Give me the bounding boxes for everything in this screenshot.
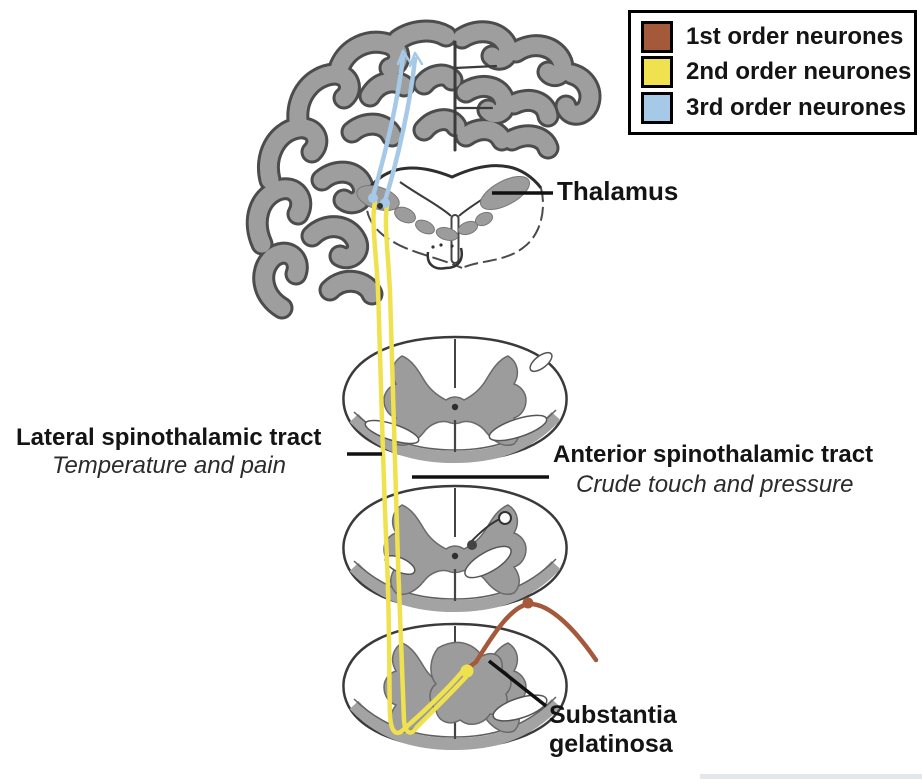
- third-order-neurone-path: [368, 49, 424, 209]
- brain-midline-sulcus: [453, 40, 498, 152]
- synapse-dot-substantia: [460, 664, 474, 678]
- legend-row-third-order: 3rd order neurones: [641, 92, 907, 125]
- substantia-label-line2: gelatinosa: [549, 730, 673, 758]
- lateral-tract-sublabel: Temperature and pain: [52, 452, 286, 479]
- second-order-color-swatch: [641, 56, 673, 89]
- second-order-neurone-path: [371, 199, 474, 736]
- legend-label: 1st order neurones: [686, 22, 904, 50]
- substantia-pointer-line: [487, 659, 548, 708]
- anterior-tract-label: Anterior spinothalamic tract: [553, 441, 874, 468]
- legend-label: 3rd order neurones: [686, 94, 907, 122]
- legend-box: 1st order neurones 2nd order neurones 3r…: [628, 10, 917, 135]
- spinal-cord-section-2: [343, 486, 566, 610]
- hypothalamus-sketch: [426, 243, 463, 270]
- brain-coronal-section: [245, 19, 602, 320]
- thalamus-section: [356, 164, 545, 270]
- spinal-cord-section-1: [343, 337, 566, 461]
- scan-artifact-line: [700, 774, 922, 779]
- substantia-gelatinosa-label: Substantia gelatinosa: [549, 701, 677, 759]
- dorsal-root-ganglion-dot: [522, 597, 534, 609]
- lateral-tract-label: Lateral spinothalamic tract: [16, 424, 322, 451]
- first-order-color-swatch: [641, 20, 673, 53]
- pointer-lines: [347, 191, 553, 708]
- substantia-label-line1: Substantia: [549, 701, 677, 729]
- third-order-color-swatch: [641, 92, 673, 125]
- thalamus-label: Thalamus: [557, 176, 679, 206]
- legend-row-first-order: 1st order neurones: [641, 20, 906, 53]
- legend-row-second-order: 2nd order neurones: [641, 56, 911, 89]
- synapse-dot-thalamus: [368, 193, 378, 203]
- first-order-neurone-path: [465, 597, 599, 671]
- legend-label: 2nd order neurones: [686, 58, 912, 86]
- cortex-terminal-splays: [396, 49, 424, 68]
- anterior-tract-sublabel: Crude touch and pressure: [576, 471, 854, 498]
